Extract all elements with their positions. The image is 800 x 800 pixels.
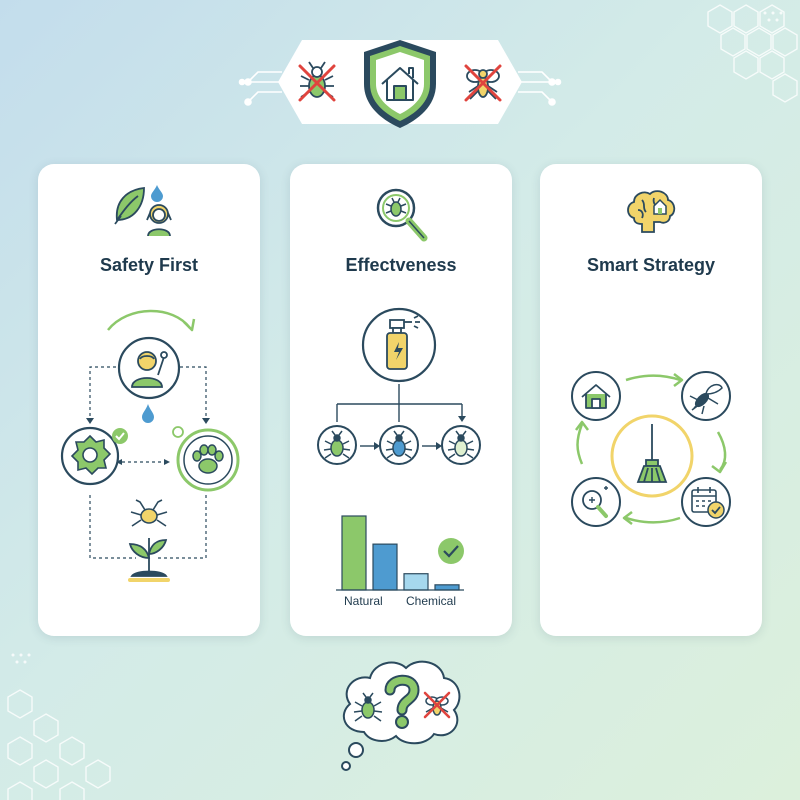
card-title: Safety First xyxy=(99,255,199,275)
child-icon xyxy=(117,336,181,400)
card-effectiveness xyxy=(290,164,512,636)
bar-label-natural: Natural xyxy=(344,594,383,608)
dot-pattern xyxy=(11,653,31,664)
check-icon xyxy=(438,538,464,564)
spray-bottle-icon xyxy=(361,307,437,383)
beetle-icon xyxy=(441,425,481,465)
bar-label-chemical: Chemical xyxy=(406,594,457,608)
card-title: Effectveness xyxy=(345,255,457,275)
strategy-cycle-arrows xyxy=(575,373,728,525)
brain-icon xyxy=(627,190,676,233)
beetle-icon xyxy=(379,425,419,465)
crossed-mosquito-icon xyxy=(464,64,502,102)
bar xyxy=(403,573,429,591)
bar xyxy=(372,543,398,591)
bug-icon xyxy=(130,499,168,527)
child-icon xyxy=(146,204,172,237)
water-drop-icon xyxy=(151,185,163,202)
bar xyxy=(341,515,367,591)
calendar-check-icon xyxy=(681,477,731,527)
house-icon xyxy=(571,371,621,421)
hex-pattern-top-right xyxy=(707,4,798,103)
crossed-bug-icon xyxy=(298,61,336,102)
question-mark-icon xyxy=(384,674,420,729)
effectiveness-flow-lines xyxy=(336,384,466,450)
card-title: Smart Strategy xyxy=(586,255,716,275)
plant-icon xyxy=(128,538,170,582)
broom-icon xyxy=(610,414,694,498)
mosquito-icon xyxy=(681,371,731,421)
magnifier-icon xyxy=(571,477,621,527)
magnifier-bug-icon xyxy=(376,188,428,242)
flower-badge-icon xyxy=(60,426,128,486)
shield-house-icon xyxy=(364,40,436,128)
paw-icon xyxy=(172,426,240,492)
dot-pattern xyxy=(763,11,783,22)
crossed-bug-icon xyxy=(423,691,451,719)
comparison-bar-chart xyxy=(336,515,464,591)
bar xyxy=(434,584,460,591)
bug-icon xyxy=(353,692,383,722)
leaf-icon xyxy=(114,186,145,225)
safety-cycle-diagram xyxy=(86,309,210,559)
hex-pattern-bottom-left xyxy=(7,689,111,800)
beetle-icon xyxy=(317,425,357,465)
